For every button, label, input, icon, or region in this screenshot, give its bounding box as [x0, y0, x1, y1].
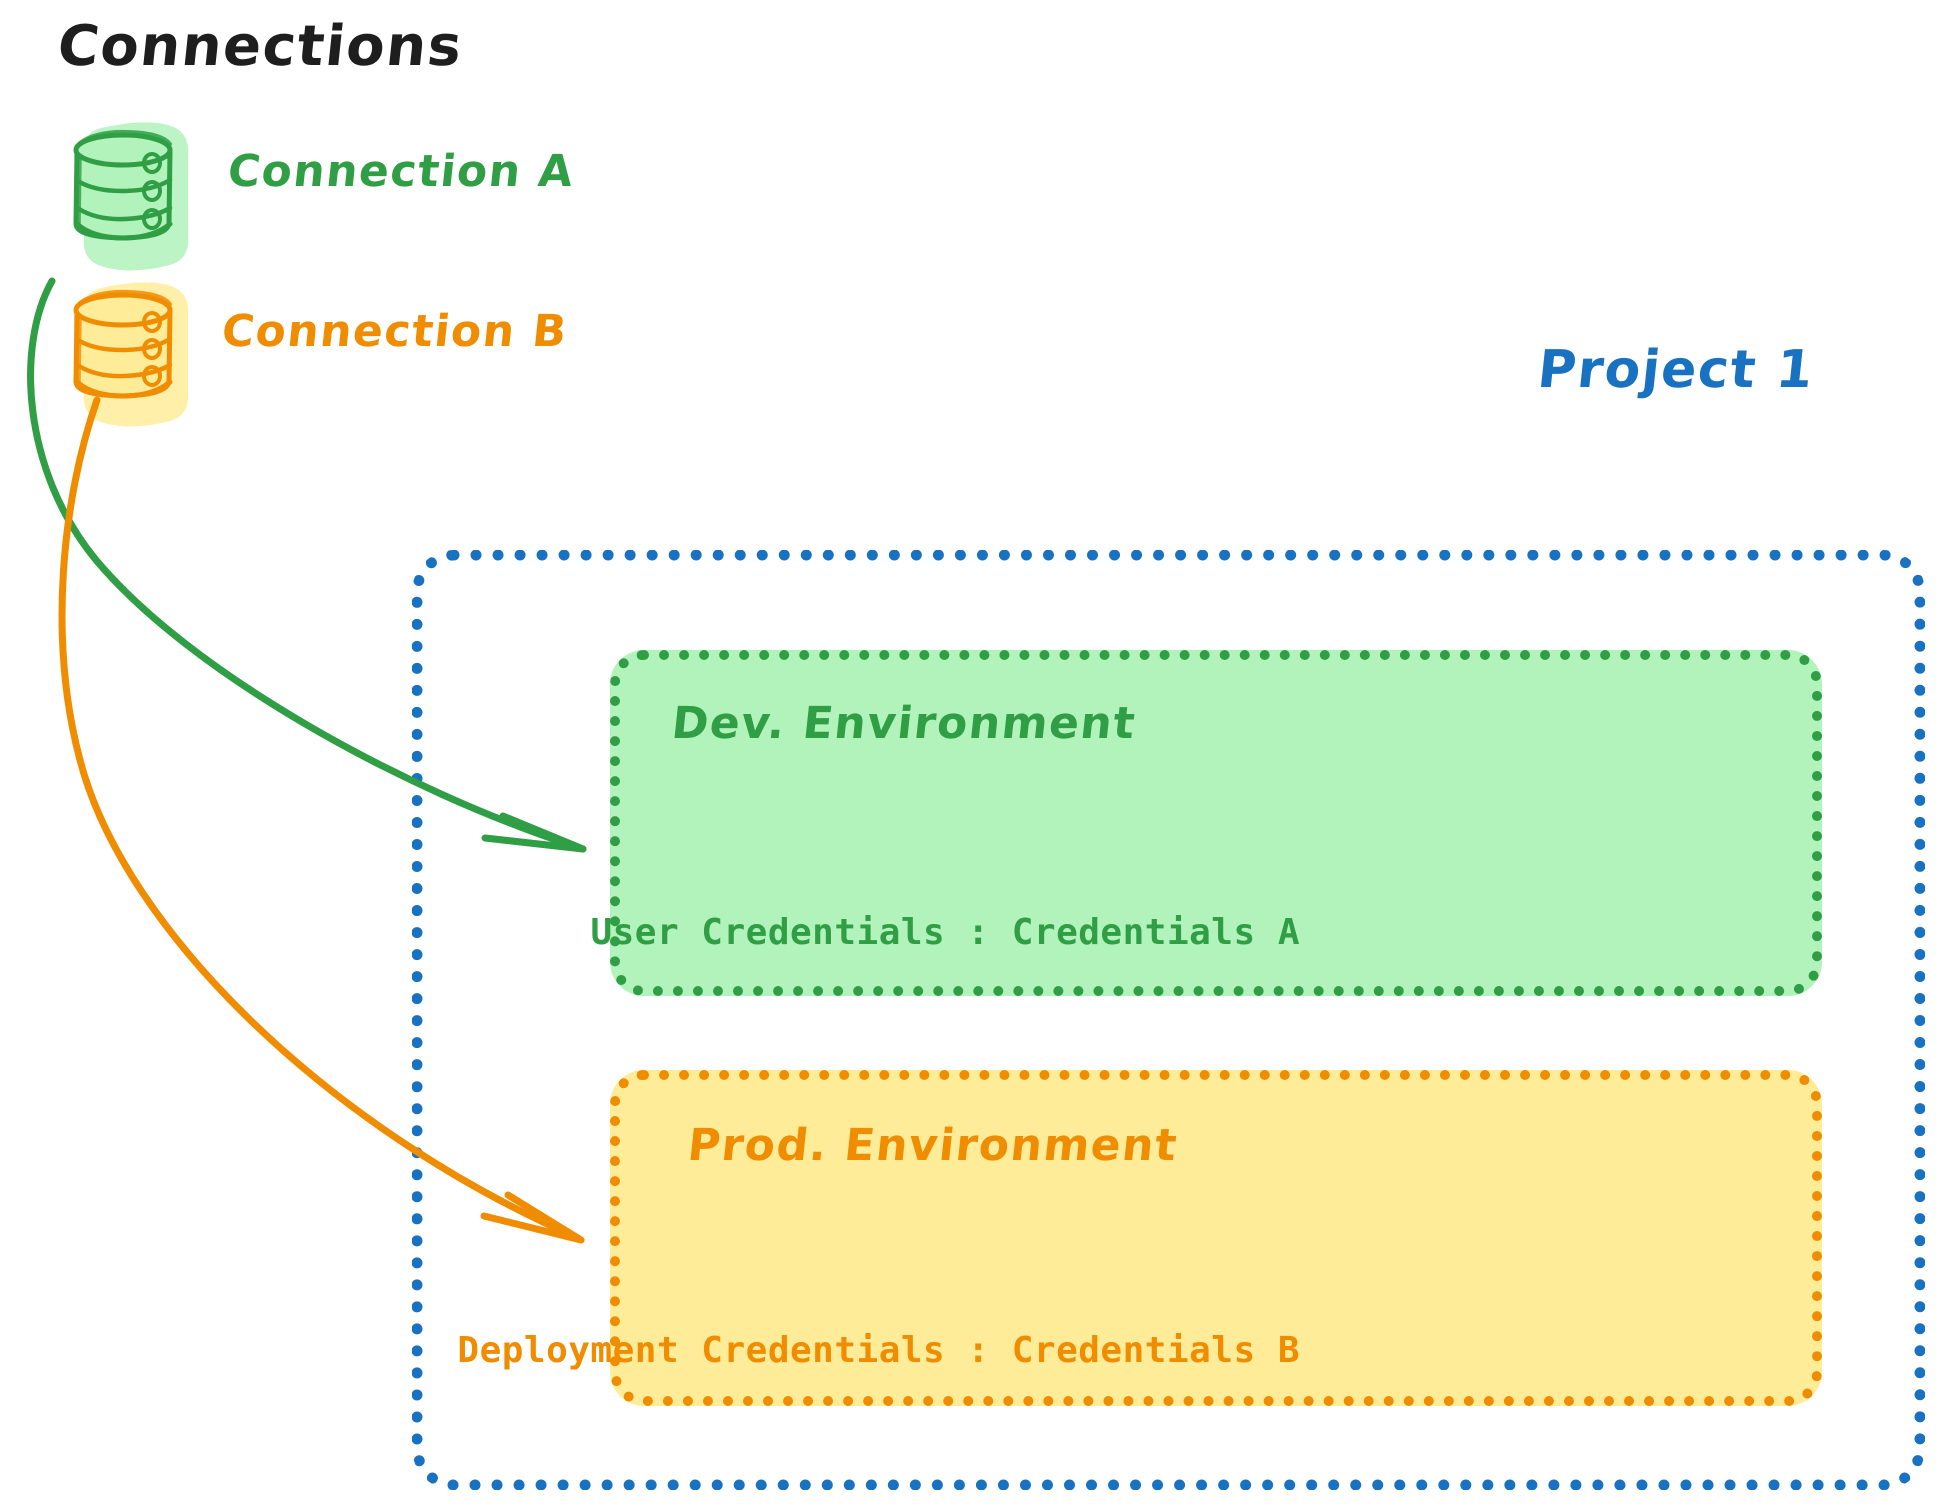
- dev-environment-box[interactable]: [610, 650, 1822, 996]
- dev-environment-credentials: User Credentials : Credentials A: [590, 912, 1300, 953]
- prod-environment-credentials: Deployment Credentials : Credentials B: [457, 1330, 1300, 1371]
- database-cylinder-icon[interactable]: [73, 282, 189, 427]
- database-cylinder-icon[interactable]: [73, 122, 189, 271]
- prod-environment-box[interactable]: [610, 1070, 1822, 1406]
